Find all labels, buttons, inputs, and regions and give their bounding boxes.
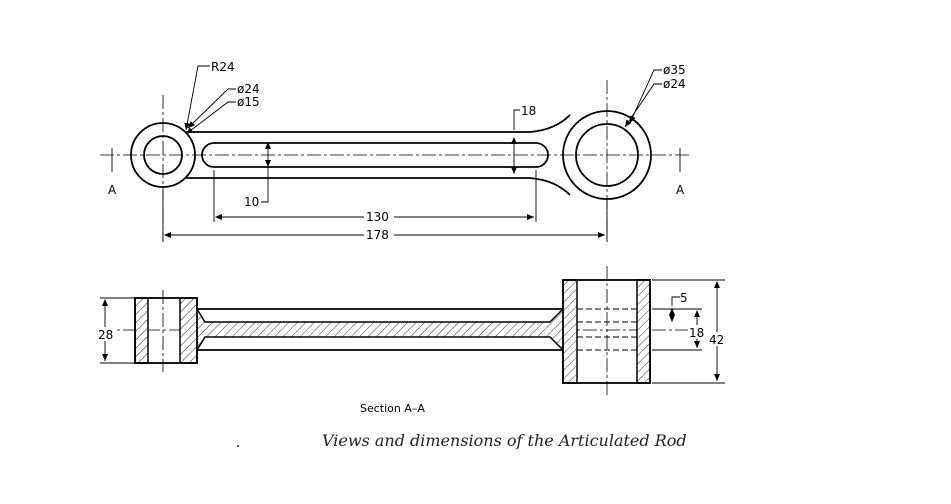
small-eye-outer-circle [130, 122, 196, 188]
dim-slot-width: 10 [244, 195, 259, 209]
slot-outline [201, 142, 549, 168]
small-eye-inner-circle [143, 135, 183, 175]
section-view: 28 5 18 42 Section A–A [97, 266, 727, 415]
small-boss-left-wall [134, 297, 149, 364]
dim-slot-length: 130 [366, 210, 389, 224]
body-top-edge [186, 114, 571, 133]
large-boss-outline [562, 279, 651, 384]
dim-eye-small-outer: ø24 [237, 82, 260, 96]
dim-eye-large-inner: ø24 [663, 77, 686, 91]
dim-eye-large-outer: ø35 [663, 63, 686, 77]
dim-web-thickness: 5 [680, 291, 688, 305]
dim-slot-width-leader [261, 167, 269, 203]
leader-eye-small-outer [187, 88, 236, 129]
leader-eye-large-outer [629, 69, 662, 124]
leader-eye-small-inner [185, 101, 236, 135]
dim-overall-length: 178 [366, 228, 389, 242]
dim-eye-small-inner: ø15 [237, 95, 260, 109]
dim-5-leader [671, 296, 680, 306]
large-eye-inner-circle [575, 123, 639, 187]
section-label: Section A–A [360, 402, 425, 415]
dim-slot-height: 18 [521, 104, 536, 118]
section-mark-right: A [676, 183, 685, 197]
small-boss-outline [134, 297, 198, 364]
rod-web-section [179, 279, 578, 384]
caption: Views and dimensions of the Articulated … [322, 431, 687, 450]
large-eye-outer-circle [562, 110, 652, 200]
dim-130-bg [364, 209, 394, 223]
dim-28-bg [97, 327, 117, 341]
large-boss-right-wall [636, 279, 651, 384]
section-mark-left: A [108, 183, 117, 197]
dim-18-bg [688, 325, 706, 339]
dim-42-bg [707, 332, 727, 346]
stray-mark [237, 445, 239, 447]
dim-small-boss-height: 28 [98, 328, 113, 342]
body-bottom-edge [186, 177, 571, 196]
leader-r24 [184, 65, 210, 131]
dim-large-boss-height: 42 [709, 333, 724, 347]
top-view: A A R24 ø24 ø15 ø35 ø24 18 10 130 178 [100, 60, 690, 242]
dim-web-height: 18 [689, 326, 704, 340]
dim-r24: R24 [211, 60, 235, 74]
dim-178-bg [364, 227, 394, 241]
dim-slot-height-leader [513, 109, 520, 130]
leader-eye-large-inner [624, 83, 662, 128]
